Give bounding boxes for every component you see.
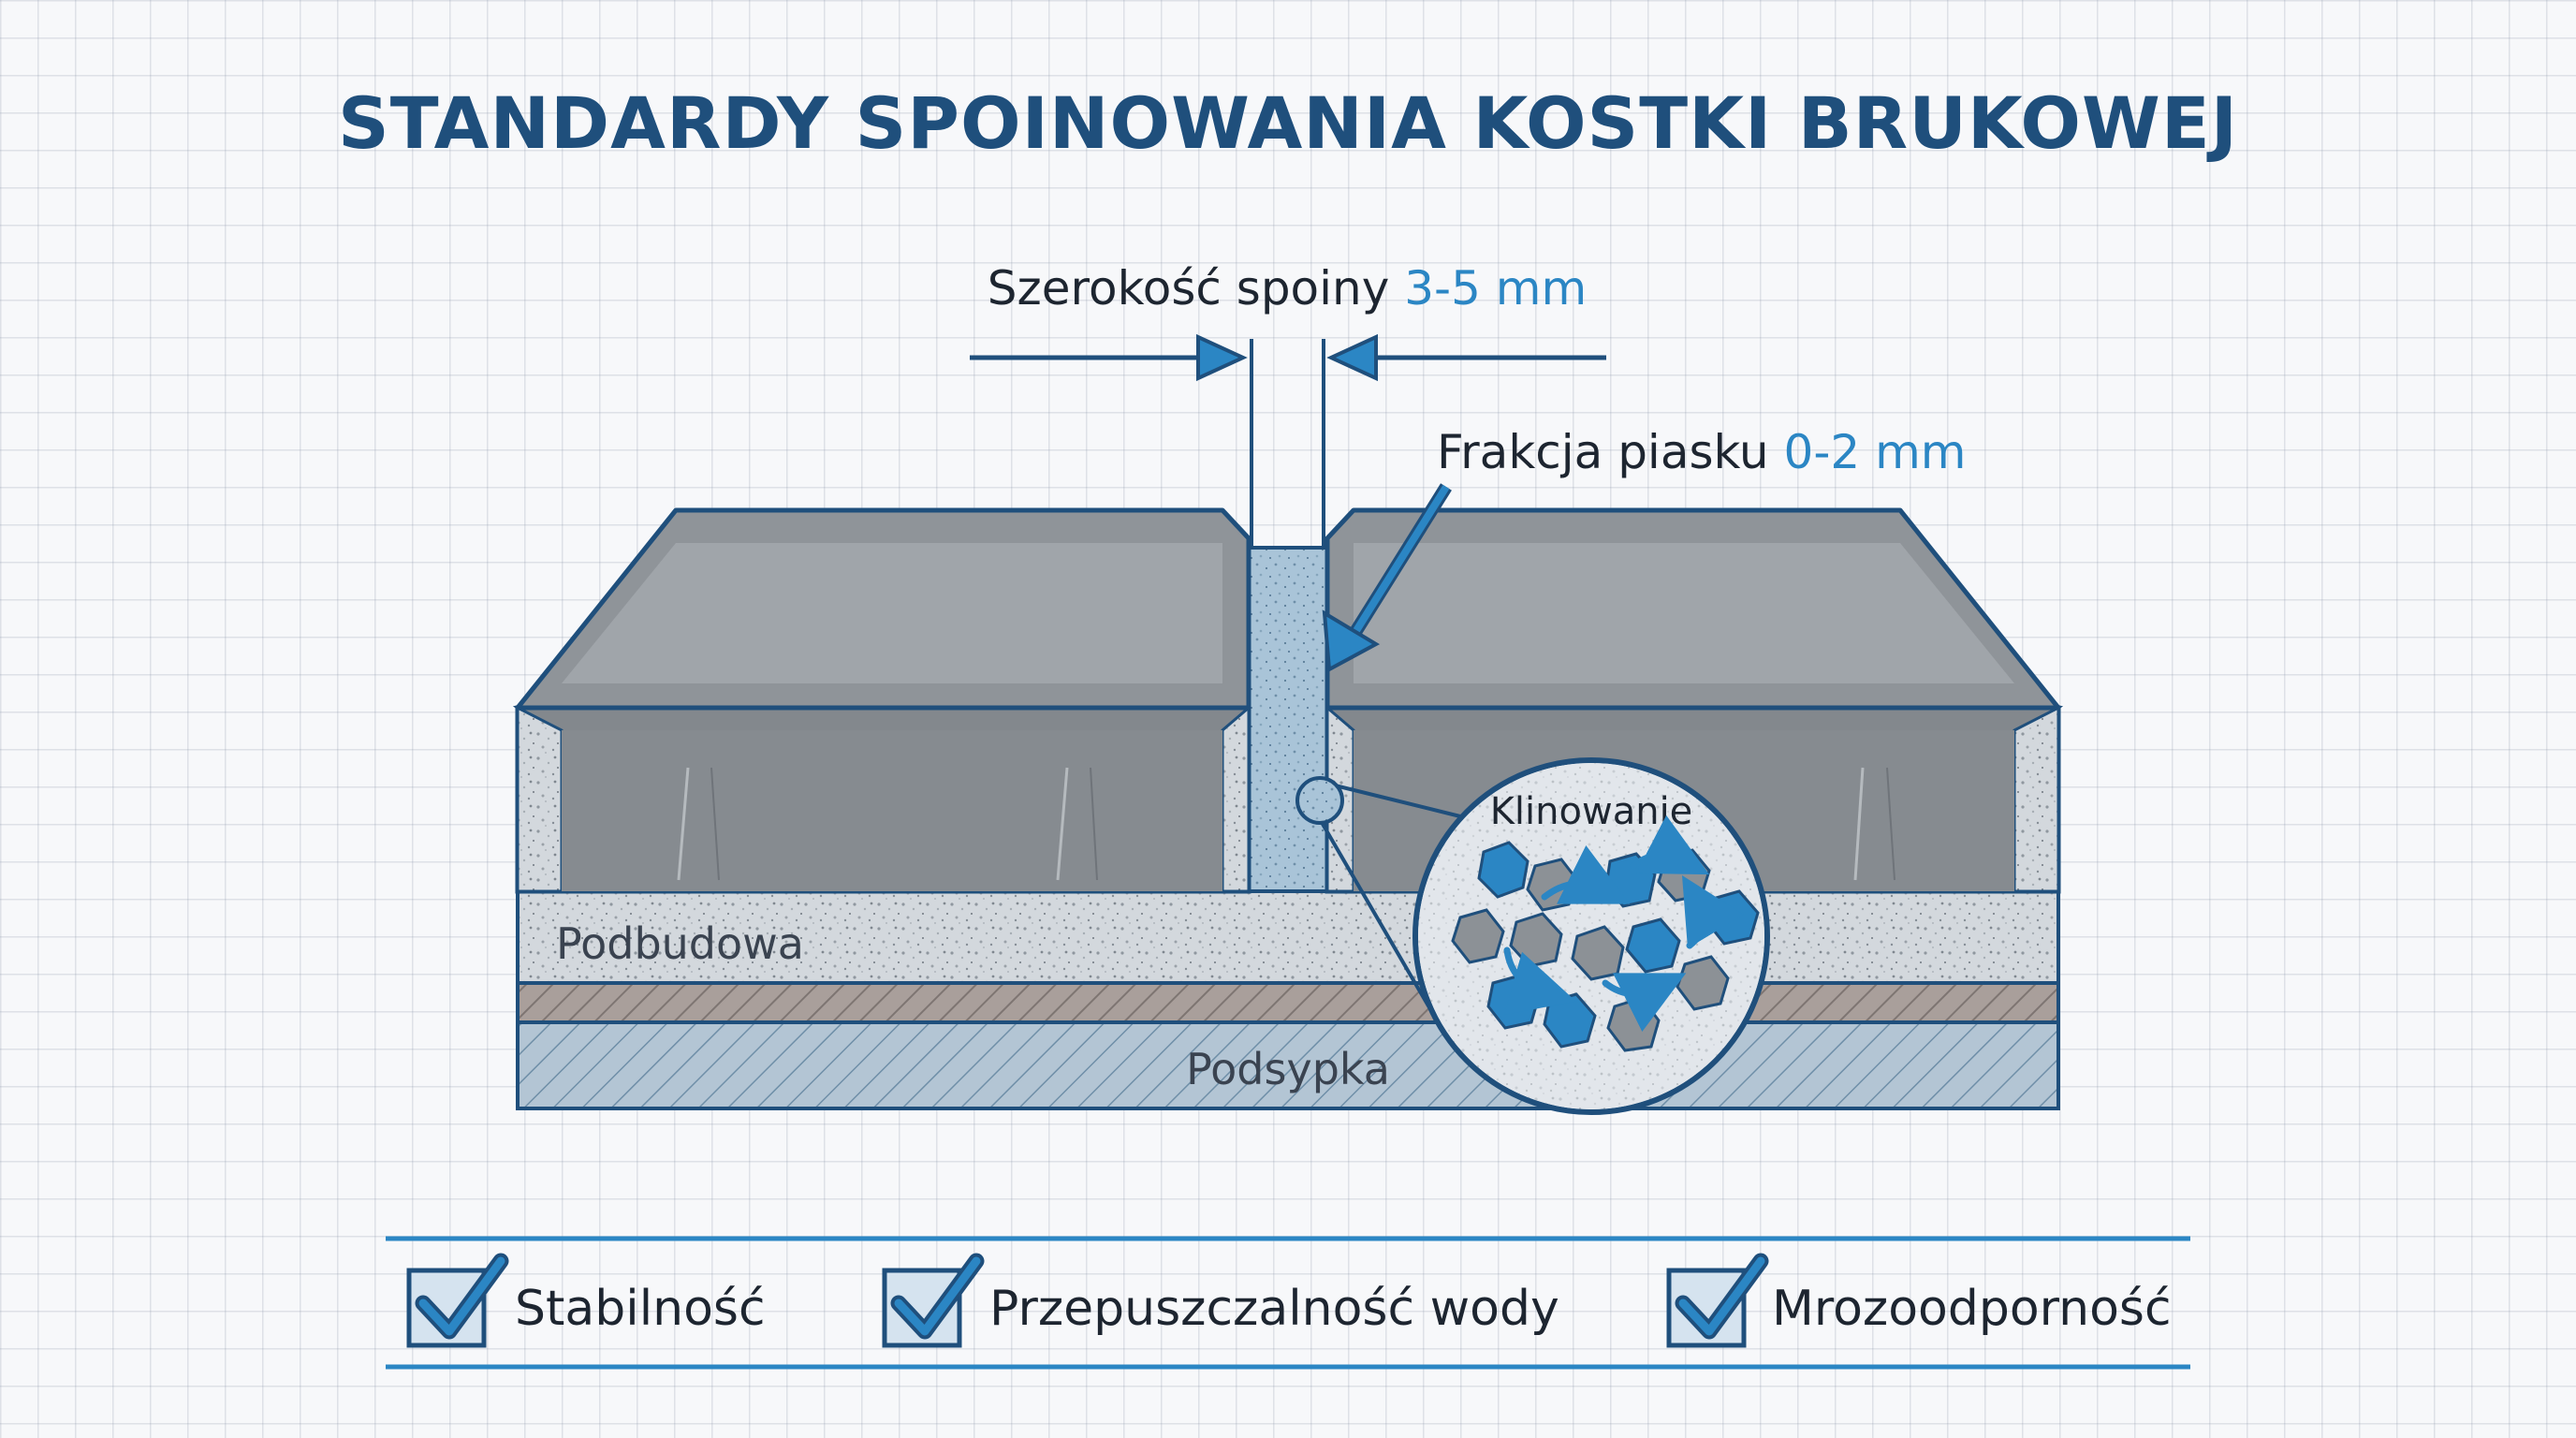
benefit-item-frost-resistance: Mrozoodporność: [1666, 1253, 2172, 1348]
sand-fraction-value: 0-2 mm: [1784, 425, 1967, 479]
sand-fraction-arrow: [1322, 483, 1452, 673]
sand-fraction-label-text: Frakcja piasku: [1437, 425, 1769, 479]
bedding-layer-label: Podsypka: [1186, 1044, 1390, 1094]
joint-width-value: 3-5 mm: [1404, 261, 1587, 315]
zoom-callout-label: Klinowanie: [1490, 790, 1693, 833]
page-title: STANDARDY SPOINOWANIA KOSTKI BRUKOWEJ: [338, 81, 2238, 165]
benefit-item-water-permeability: Przepuszczalność wody: [882, 1253, 1559, 1348]
benefit-label: Przepuszczalność wody: [989, 1281, 1559, 1337]
base-layer: [516, 889, 2060, 985]
base-layer-label: Podbudowa: [556, 918, 804, 969]
paver-block-left: [512, 507, 1251, 894]
wedging-arrows-icon: [1503, 814, 1745, 1032]
joint-width-label-text: Szerokość spoiny: [988, 261, 1390, 315]
zoom-callout: Klinowanie: [1295, 757, 1770, 1115]
benefit-label: Stabilność: [515, 1281, 766, 1337]
joint-width-label: Szerokość spoiny 3-5 mm: [988, 261, 1587, 315]
sand-joint: [1247, 546, 1329, 893]
bedding-layer: [516, 1020, 2060, 1110]
benefits-strip: Stabilność Przepuszczalność wody Mrozood…: [386, 1236, 2190, 1370]
joint-width-dimension: [970, 333, 1606, 548]
benefit-label: Mrozoodporność: [1772, 1281, 2172, 1337]
sand-fraction-label: Frakcja piasku 0-2 mm: [1437, 425, 1967, 479]
benefit-item-stability: Stabilność: [406, 1253, 766, 1348]
separator-layer: [516, 981, 2060, 1024]
